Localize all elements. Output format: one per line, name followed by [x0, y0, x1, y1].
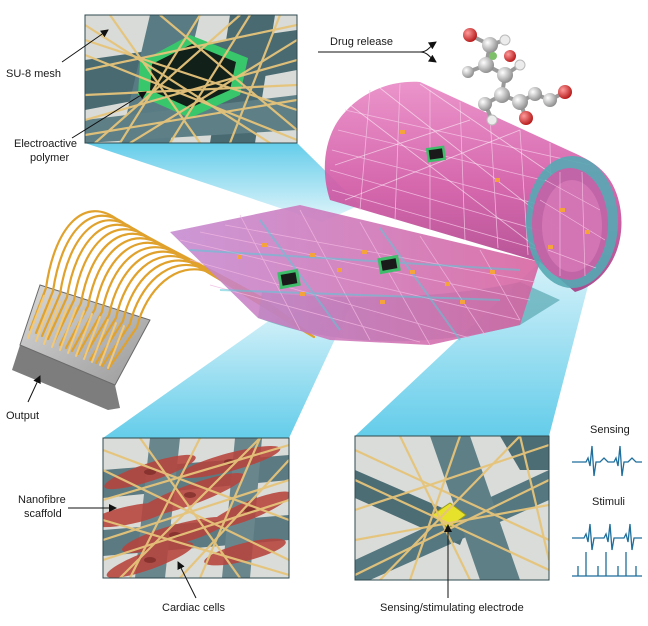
leader-su8-mesh	[61, 29, 109, 63]
inset-electrode	[354, 435, 550, 581]
stimuli-trace	[572, 523, 642, 577]
label-nanofibre-scaffold-2: scaffold	[24, 508, 62, 520]
inset-cardiac-cells	[102, 437, 290, 579]
label-cardiac-cells: Cardiac cells	[162, 602, 225, 614]
callout-beam-top	[85, 143, 360, 222]
label-sensing: Sensing	[590, 424, 630, 436]
scaffold-sheet	[170, 205, 560, 346]
callout-beam-bottom-right	[355, 240, 600, 436]
label-sensing-stimulating-electrode: Sensing/stimulating electrode	[380, 602, 524, 614]
sensing-trace	[572, 445, 642, 477]
rolled-scaffold-tube	[324, 81, 622, 292]
drug-release-arrow	[318, 41, 437, 63]
label-nanofibre-scaffold-1: Nanofibre	[18, 494, 66, 506]
molecule-icon	[462, 28, 572, 126]
label-su8-mesh: SU-8 mesh	[6, 68, 62, 80]
label-stimuli: Stimuli	[592, 496, 626, 508]
inset-su8-mesh	[84, 14, 298, 144]
label-output: Output	[6, 410, 40, 422]
leader-electroactive-polymer	[71, 91, 147, 139]
leader-output	[27, 375, 41, 403]
callout-beam-bottom-left	[103, 296, 355, 438]
label-drug-release: Drug release	[330, 36, 393, 48]
label-electroactive-polymer-2: polymer	[30, 152, 70, 164]
label-electroactive-polymer-1: Electroactive	[14, 138, 77, 150]
leader-cardiac-cells	[177, 561, 197, 599]
electrode-pad-icon	[277, 254, 401, 290]
